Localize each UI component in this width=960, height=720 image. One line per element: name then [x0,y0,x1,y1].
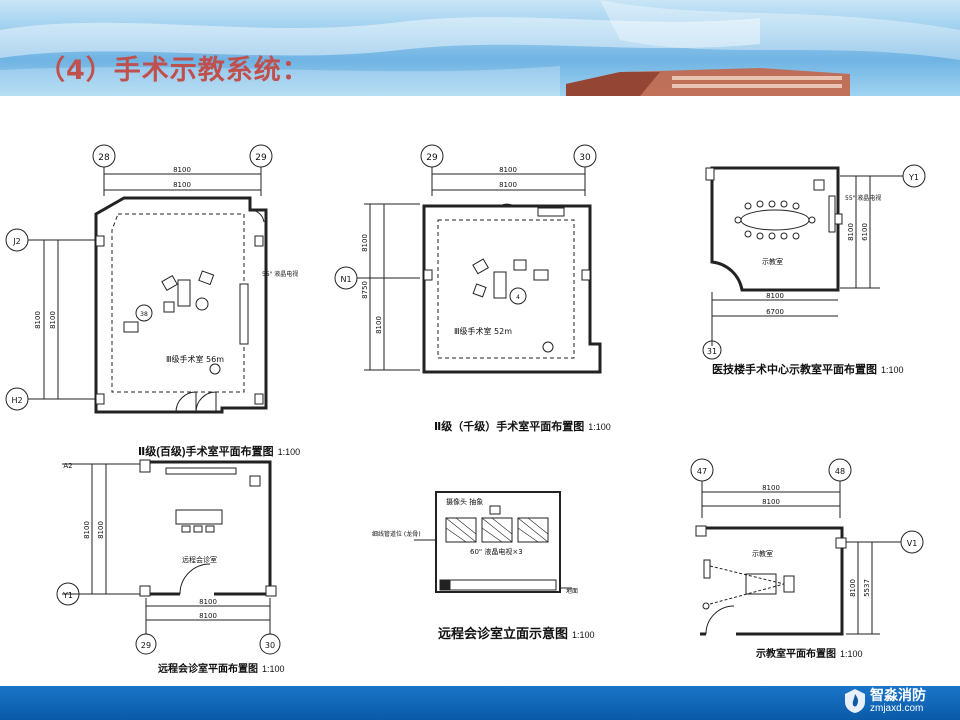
plan-operating-room-2 [334,144,602,374]
svg-text:5537: 5537 [863,579,871,597]
svg-text:29: 29 [141,641,151,650]
watermark-url: zmjaxd.com [870,703,924,714]
svg-text:55" 液晶电视: 55" 液晶电视 [262,270,298,278]
svg-text:4: 4 [516,294,520,301]
plan-2-labels: 29 30 8100 8100 N1 8100 8750 8100 4 Ⅲ级手术… [340,153,591,336]
svg-text:Y1: Y1 [62,591,73,600]
svg-text:6100: 6100 [861,223,869,241]
svg-text:8100: 8100 [762,498,780,506]
svg-text:8100: 8100 [766,292,784,300]
svg-text:8100: 8100 [361,234,369,252]
svg-text:8100: 8100 [34,311,42,329]
sky-decoration [0,0,960,96]
plan-6-labels: 47 48 V1 8100 8100 8100 5537 示教室 [697,467,917,597]
svg-text:8100: 8100 [499,181,517,189]
plan-teaching-room-2 [690,458,924,636]
svg-text:V1: V1 [907,539,918,548]
svg-text:6700: 6700 [766,308,784,316]
plan-operating-room-1 [5,144,273,414]
plan-teaching-room-1 [702,164,926,360]
svg-text:8100: 8100 [499,166,517,174]
watermark-name: 智淼消防 [870,687,926,703]
plan-4-labels: A2 Y1 29 30 8100 8100 8100 8100 远程会诊室 [62,462,275,650]
svg-text:8100: 8100 [199,612,217,620]
svg-text:48: 48 [835,467,845,476]
svg-text:摄像头 抽象: 摄像头 抽象 [446,497,483,506]
svg-text:8100: 8100 [97,521,105,539]
svg-text:30: 30 [265,641,275,650]
svg-text:细线管道位 (龙骨): 细线管道位 (龙骨) [372,530,421,538]
svg-text:38: 38 [140,311,148,318]
svg-text:8750: 8750 [361,281,369,299]
elevation-labels: 摄像头 抽象 60" 液晶电视×3 细线管道位 (龙骨) 地面 [372,497,578,595]
svg-text:J2: J2 [12,237,20,246]
plan-1-labels: 28 29 8100 8100 J2 H2 8100 8100 38 Ⅲ级手术室… [11,153,298,405]
slide-title: （4）手术示教系统： [38,55,310,86]
floor-plan-drawings: 28 29 8100 8100 J2 H2 8100 8100 38 Ⅲ级手术室… [5,144,926,655]
flame-shield-icon [845,689,865,713]
svg-text:8100: 8100 [762,484,780,492]
svg-text:8100: 8100 [375,316,383,334]
svg-text:55" 液晶电视: 55" 液晶电视 [845,194,881,202]
svg-text:29: 29 [426,153,438,163]
svg-text:31: 31 [707,347,717,356]
svg-text:示教室: 示教室 [762,257,783,266]
svg-text:Y1: Y1 [908,173,919,182]
footer-bar [0,686,960,720]
svg-text:8100: 8100 [49,311,57,329]
svg-text:29: 29 [255,153,267,163]
svg-text:8100: 8100 [199,598,217,606]
svg-text:N1: N1 [340,275,351,284]
svg-text:8100: 8100 [847,223,855,241]
plan-consultation-room [56,459,281,655]
elevation-view [414,491,572,593]
svg-text:Ⅲ级手术室 52m: Ⅲ级手术室 52m [454,326,512,336]
svg-text:30: 30 [579,153,591,163]
svg-text:8100: 8100 [173,166,191,174]
svg-text:8100: 8100 [849,579,857,597]
svg-text:Ⅲ级手术室 56m: Ⅲ级手术室 56m [166,354,224,364]
svg-text:A2: A2 [63,462,72,470]
plan-3-labels: Y1 31 8100 6700 8100 6100 55" 液晶电视 示教室 [707,173,919,356]
svg-text:28: 28 [98,153,110,163]
svg-text:远程会诊室: 远程会诊室 [182,555,217,564]
svg-text:47: 47 [697,467,707,476]
watermark-logo: 智淼消防 zmjaxd.com [840,684,958,720]
svg-text:地面: 地面 [566,587,578,595]
svg-text:60" 液晶电视×3: 60" 液晶电视×3 [470,547,523,556]
svg-text:8100: 8100 [83,521,91,539]
svg-text:示教室: 示教室 [752,549,773,558]
svg-text:8100: 8100 [173,181,191,189]
svg-text:H2: H2 [11,396,22,405]
header-banner: （4）手术示教系统： [0,0,960,96]
